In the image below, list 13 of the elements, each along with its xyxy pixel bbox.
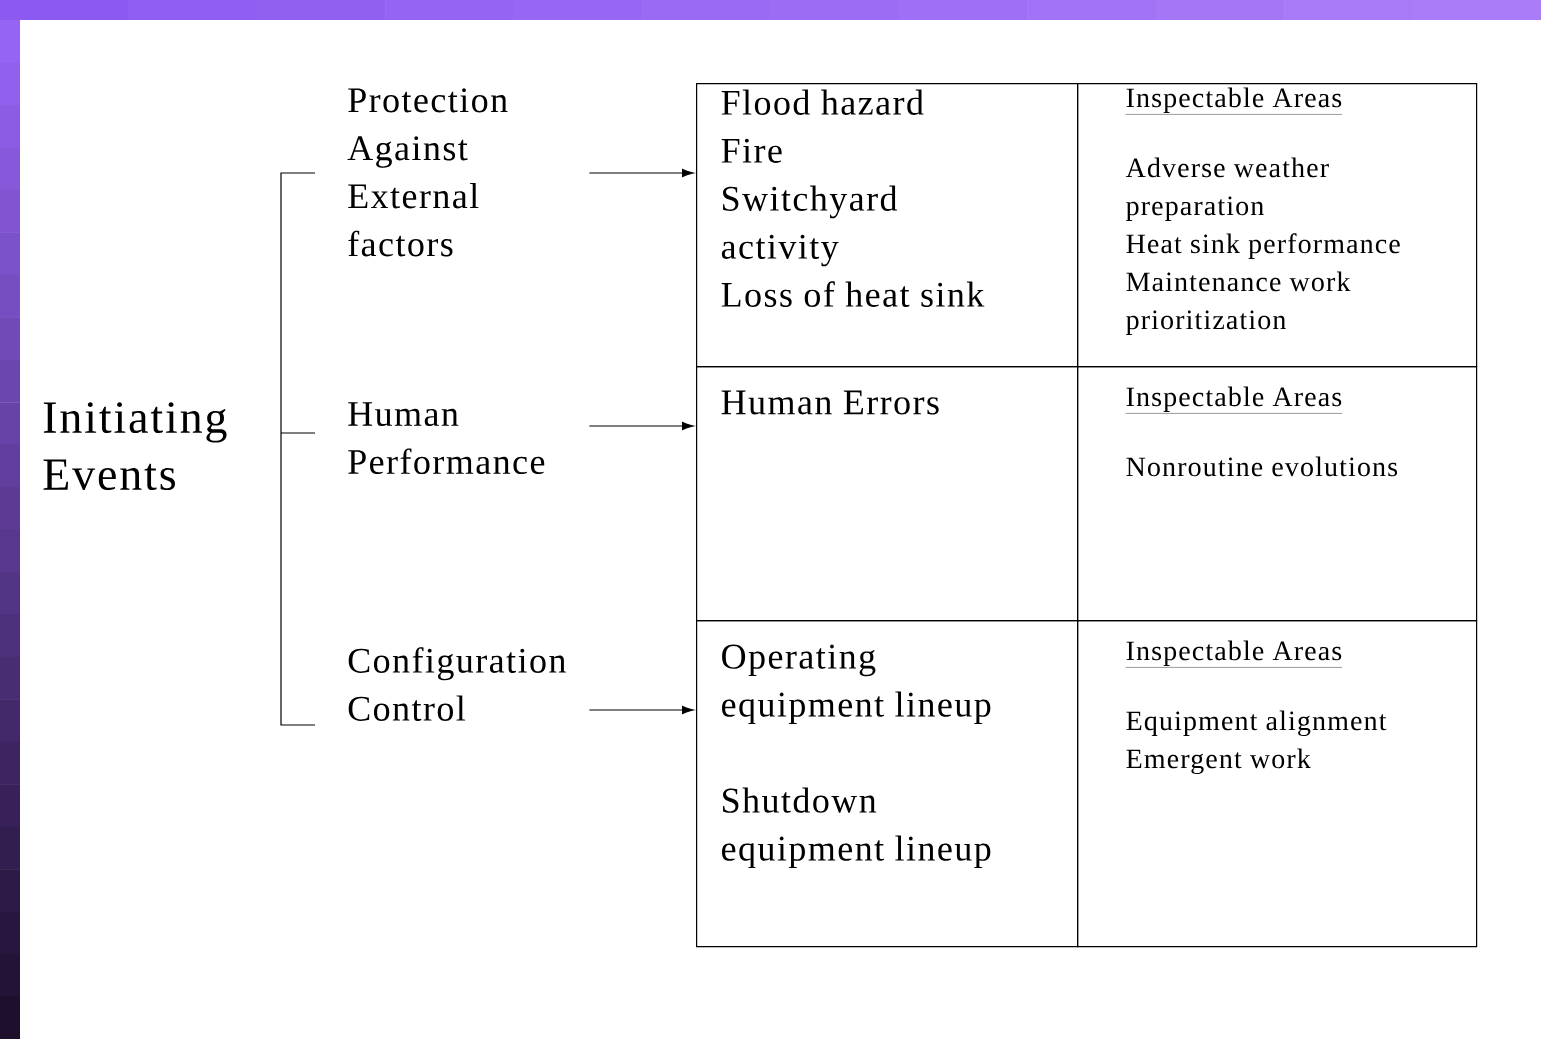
category-label: Configuration Control (348, 647, 566, 721)
table-cell: Inspectable Areas Adverse weather preparation Heat sink performance Maintenance work prioritization (1077, 83, 1478, 368)
table-cell: Human Errors (696, 366, 1079, 622)
table-cell: Inspectable Areas Nonroutine evolutions (1077, 366, 1478, 622)
table-cell: Inspectable Areas Equipment alignment Emergent work (1077, 620, 1478, 948)
table-cell: Flood hazard Fire Switchyard activity Loss of heat sink (696, 83, 1079, 368)
table-cell: Operating equipment lineup Shutdown equipment lineup (696, 620, 1079, 948)
arrow (588, 421, 694, 431)
arrow (588, 168, 694, 178)
arrow (588, 705, 694, 715)
category-label: Protection Against External factors (347, 88, 508, 257)
category-label: Human Performance (348, 402, 545, 475)
heading-label: Initiating Events (43, 402, 227, 491)
